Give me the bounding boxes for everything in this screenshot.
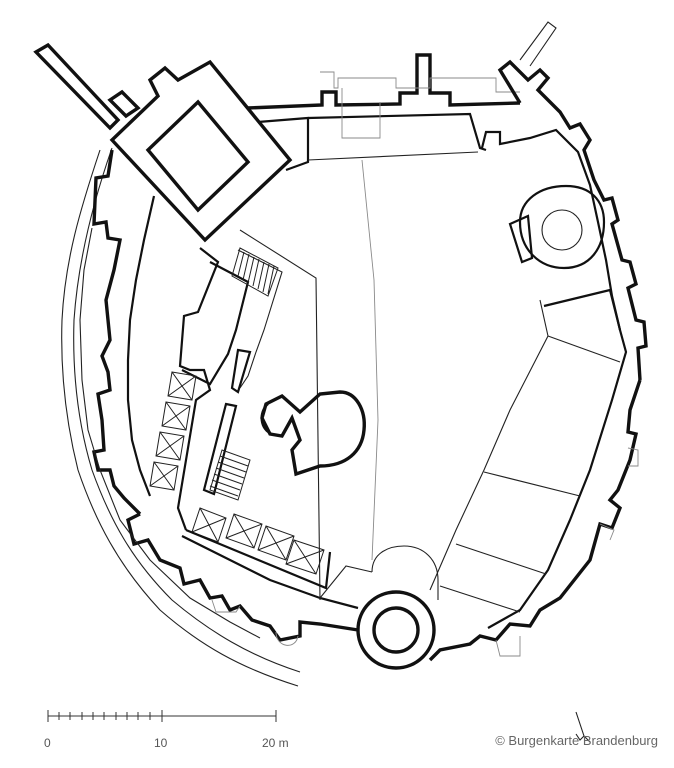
north-inner-wall xyxy=(257,112,487,172)
gate-arc xyxy=(371,545,439,600)
scale-label-0: 0 xyxy=(44,736,51,750)
keep-outer xyxy=(109,59,293,243)
west-inner-wall xyxy=(126,195,156,497)
north-stair xyxy=(231,247,279,297)
south-stair xyxy=(209,449,251,501)
north-arrow-icon xyxy=(575,711,591,743)
south-storage-wall xyxy=(185,528,332,590)
scale-label-20m: 20 m xyxy=(262,736,289,750)
west-range-wall xyxy=(176,247,220,531)
west-wall-outer-trace xyxy=(79,227,261,639)
keep-inner xyxy=(145,99,251,213)
ne-small-tower xyxy=(518,184,606,270)
copyright-credit: © Burgenkarte Brandenburg xyxy=(495,733,658,748)
east-range-divider-4 xyxy=(439,585,521,613)
north-curtain-wall xyxy=(247,53,521,110)
scale-label-10: 10 xyxy=(154,736,168,750)
gate-tower-inner xyxy=(372,606,420,654)
ne-approach xyxy=(519,21,557,67)
south-curtain-wall xyxy=(126,512,359,642)
east-range-outer xyxy=(487,288,628,629)
outer-moat-line-inner xyxy=(73,147,301,673)
central-cistern-notch xyxy=(260,403,273,436)
west-range-slab-2 xyxy=(202,402,238,496)
north-faint-outline xyxy=(320,71,520,139)
central-cistern xyxy=(260,390,366,477)
nw-passage-wall xyxy=(33,42,121,131)
outer-moat-line xyxy=(61,149,299,687)
ne-tower-wedge xyxy=(508,214,534,264)
east-range-inner xyxy=(429,299,549,591)
west-curtain-wall xyxy=(91,149,142,516)
west-range-partition xyxy=(181,261,250,386)
east-range-divider-1 xyxy=(547,335,621,363)
east-faint-outline xyxy=(495,447,639,657)
courtyard-path xyxy=(361,159,379,561)
south-faint-outline xyxy=(211,599,299,646)
ne-small-tower-core xyxy=(541,209,583,251)
south-room-divider xyxy=(319,565,373,599)
east-range-divider-2 xyxy=(483,471,581,497)
east-curtain-wall xyxy=(428,379,642,662)
west-range-line xyxy=(237,229,321,601)
gate-tower-outer xyxy=(356,590,436,670)
west-range-slab xyxy=(230,348,252,394)
east-range-divider-3 xyxy=(455,543,547,575)
ne-wall xyxy=(497,59,648,381)
north-range-line xyxy=(307,151,479,161)
south-inner-wall xyxy=(181,535,359,610)
west-storage-cells xyxy=(149,371,197,491)
south-storage-cells xyxy=(191,507,325,575)
ne-inner-wall xyxy=(480,128,622,331)
scale-bar xyxy=(47,710,277,722)
nw-passage-wall-2 xyxy=(107,89,141,119)
